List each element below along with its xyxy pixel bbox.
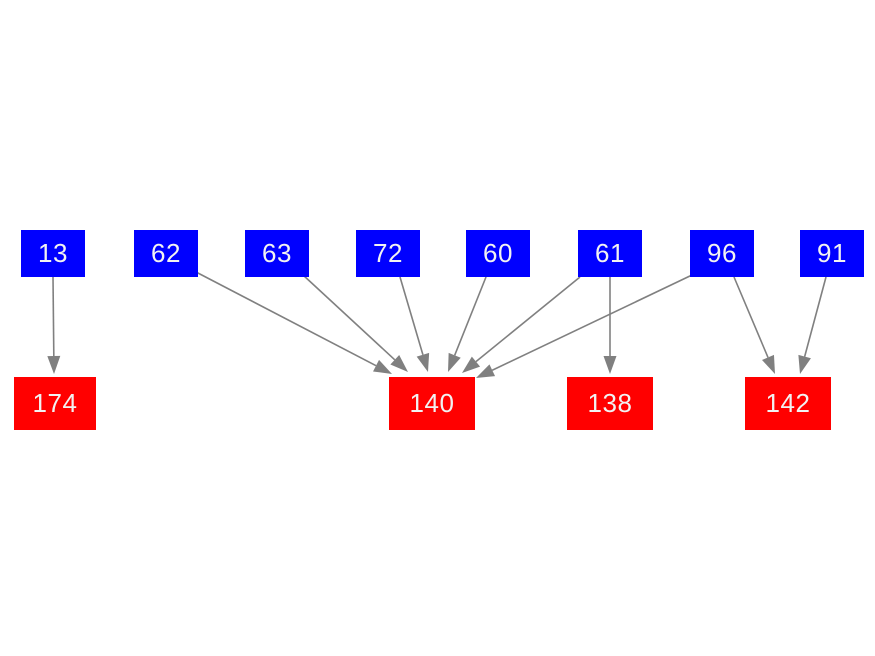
graph-edge xyxy=(733,276,775,374)
arrowhead-icon xyxy=(47,355,61,374)
graph-node-91[interactable]: 91 xyxy=(800,230,864,277)
graph-node-140[interactable]: 140 xyxy=(389,377,475,430)
graph-node-13[interactable]: 13 xyxy=(21,230,85,277)
graph-node-142[interactable]: 142 xyxy=(745,377,831,430)
graph-node-62[interactable]: 62 xyxy=(134,230,198,277)
graph-edge xyxy=(462,276,581,373)
graph-edge xyxy=(302,274,408,372)
graph-node-label: 96 xyxy=(707,237,737,268)
graph-node-label: 62 xyxy=(151,237,181,268)
graph-node-174[interactable]: 174 xyxy=(14,377,96,430)
arrowhead-icon xyxy=(448,352,461,372)
graph-node-label: 63 xyxy=(262,237,292,268)
graph-node-label: 61 xyxy=(595,237,625,268)
graph-node-label: 60 xyxy=(483,237,513,268)
graph-node-61[interactable]: 61 xyxy=(578,230,642,277)
graph-edge xyxy=(798,276,827,374)
graph-edge xyxy=(476,274,693,378)
arrowhead-icon xyxy=(373,359,392,374)
graph-node-label: 91 xyxy=(817,237,847,268)
graph-edge xyxy=(448,276,487,372)
arrowhead-icon xyxy=(416,352,430,372)
arrowhead-icon xyxy=(798,354,811,374)
graph-edge xyxy=(399,276,430,372)
graph-node-60[interactable]: 60 xyxy=(466,230,530,277)
graph-node-96[interactable]: 96 xyxy=(690,230,754,277)
arrowhead-icon xyxy=(462,356,481,373)
graph-node-label: 72 xyxy=(373,237,403,268)
graph-node-63[interactable]: 63 xyxy=(245,230,309,277)
arrowhead-icon xyxy=(762,354,775,374)
graph-node-72[interactable]: 72 xyxy=(356,230,420,277)
graph-edge xyxy=(603,277,617,374)
arrowhead-icon xyxy=(476,364,496,378)
graph-node-label: 13 xyxy=(38,237,68,268)
graph-edge xyxy=(195,271,392,374)
graph-edge xyxy=(47,276,61,374)
graph-node-label: 142 xyxy=(765,387,811,418)
graph-node-label: 174 xyxy=(32,387,78,418)
arrowhead-icon xyxy=(390,355,408,372)
arrowhead-icon xyxy=(603,356,617,374)
graph-node-label: 140 xyxy=(409,387,455,418)
graph-node-label: 138 xyxy=(587,387,633,418)
graph-node-138[interactable]: 138 xyxy=(567,377,653,430)
